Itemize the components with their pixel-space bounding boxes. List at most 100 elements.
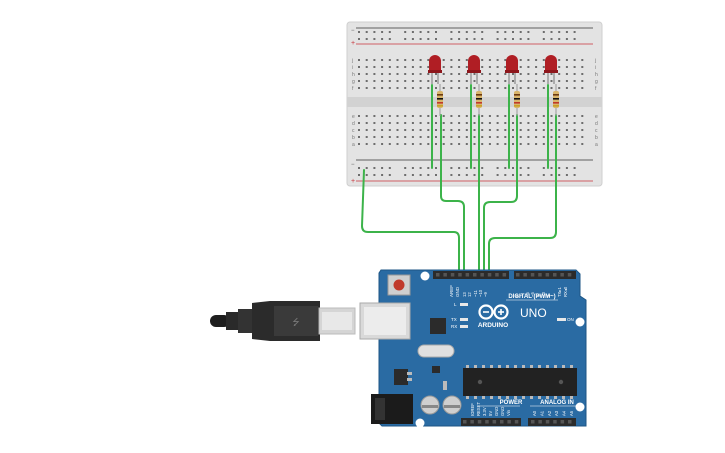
pin-gnd-label: GND — [494, 407, 499, 416]
pin-gnd-label-top: GND — [455, 286, 460, 297]
led-rx-indicator — [460, 325, 468, 328]
led-2[interactable] — [467, 55, 481, 84]
power-header[interactable] — [461, 418, 521, 426]
row-letter: b — [352, 135, 355, 141]
row-letter: b — [595, 135, 598, 141]
row-letter: j — [594, 58, 596, 64]
row-letter: f — [352, 86, 354, 92]
pin-ioref-label: IOREF — [470, 403, 475, 416]
row-letter: c — [352, 128, 355, 134]
led-3[interactable] — [505, 55, 519, 84]
row-letter: e — [595, 114, 598, 120]
resistor-3[interactable] — [514, 84, 520, 116]
led-rx-label: RX — [451, 324, 457, 329]
resistor-2[interactable] — [476, 84, 482, 116]
power-label: POWER — [500, 400, 523, 406]
wire-led4 — [488, 114, 557, 274]
mount-hole — [420, 271, 430, 281]
digital-pwm-label: DIGITAL (PWM~) — [508, 294, 555, 300]
led-on-label: ON — [567, 317, 574, 322]
wire-led3 — [483, 114, 518, 274]
voltage-regulator — [394, 369, 408, 385]
analog-pin-label: A5 — [569, 410, 574, 416]
digital-pin-label: ~6 — [525, 292, 530, 297]
row-letter: a — [595, 142, 598, 148]
wire-led1 — [440, 114, 465, 274]
digital-header-2[interactable] — [514, 271, 576, 279]
analog-pin-label: A1 — [539, 410, 544, 416]
analog-pin-label: A0 — [532, 410, 537, 416]
usb-icon: ⭍ — [292, 317, 300, 327]
digital-header-holes[interactable] — [436, 273, 572, 277]
crystal-oscillator — [417, 344, 455, 358]
row-letter: d — [352, 121, 355, 127]
pin-5v-label: 5V — [488, 411, 493, 416]
arduino-logo-icon — [478, 304, 509, 320]
analog-in-label: ANALOG IN — [540, 400, 574, 406]
row-letter: c — [595, 128, 598, 134]
digital-pin-label: 8 — [514, 294, 519, 297]
usb-cable[interactable]: ⭍ — [210, 301, 356, 341]
digital-header-1[interactable] — [433, 271, 509, 279]
pin-reset-label: RESET — [476, 402, 481, 416]
pin-vin-label: Vin — [506, 409, 511, 416]
row-letter: g — [352, 79, 355, 85]
digital-pin-label: 12 — [467, 292, 472, 297]
mount-hole — [575, 402, 585, 412]
digital-pin-label: 13 — [462, 292, 467, 297]
led-l-indicator — [460, 303, 468, 306]
analog-header[interactable] — [528, 418, 576, 426]
row-letter: j — [351, 58, 353, 64]
rail-minus-label-bottom: − — [351, 162, 355, 168]
led-tx-label: TX — [451, 317, 457, 322]
row-letter: e — [352, 114, 355, 120]
resistor-1[interactable] — [437, 84, 443, 116]
row-letter: h — [595, 72, 598, 78]
row-letter: f — [595, 86, 597, 92]
center-channel — [347, 97, 602, 107]
rail-plus-label: + — [351, 40, 355, 47]
analog-pin-label: A3 — [554, 410, 559, 416]
digital-pin-label: 7 — [519, 294, 524, 297]
mount-hole — [415, 418, 425, 428]
row-letter: i — [595, 65, 596, 71]
row-letter: d — [595, 121, 598, 127]
smd-component — [443, 381, 447, 390]
led-l-label: L — [454, 302, 457, 307]
digital-pin-label: ~9 — [483, 292, 488, 297]
mount-hole — [575, 317, 585, 327]
led-tx-indicator — [460, 318, 468, 321]
pin-gnd-label-2: GND — [500, 407, 505, 416]
led-on-indicator — [557, 318, 566, 321]
pin-aref-label: AREF — [449, 285, 454, 297]
reset-button-cap[interactable] — [393, 279, 405, 291]
row-letter: g — [595, 79, 598, 85]
resistor-4[interactable] — [553, 84, 559, 116]
led-1[interactable] — [428, 55, 442, 84]
digital-pin-label: 4 — [536, 294, 541, 297]
rail-minus-label: − — [351, 28, 355, 34]
row-letter: h — [352, 72, 355, 78]
led-group[interactable] — [428, 55, 559, 116]
digital-pin-label: 2 — [546, 294, 551, 297]
row-letter: a — [352, 142, 355, 148]
rail-plus-label-bottom: + — [351, 178, 355, 185]
usb-interface-chip — [430, 318, 446, 334]
smd-component — [432, 366, 440, 373]
analog-pin-label: A2 — [547, 410, 552, 416]
pin-3v3-label: 3.3V — [482, 407, 487, 416]
wires[interactable] — [361, 84, 557, 274]
digital-pin-label: ~11 — [473, 290, 478, 297]
row-letter: i — [352, 65, 353, 71]
digital-pin-label: TX▸1 — [557, 287, 562, 297]
digital-pin-label: RX◂0 — [563, 286, 568, 297]
arduino-brand-label: ARDUINO — [478, 322, 508, 329]
led-4[interactable] — [544, 55, 558, 84]
wire-gnd — [361, 169, 460, 274]
